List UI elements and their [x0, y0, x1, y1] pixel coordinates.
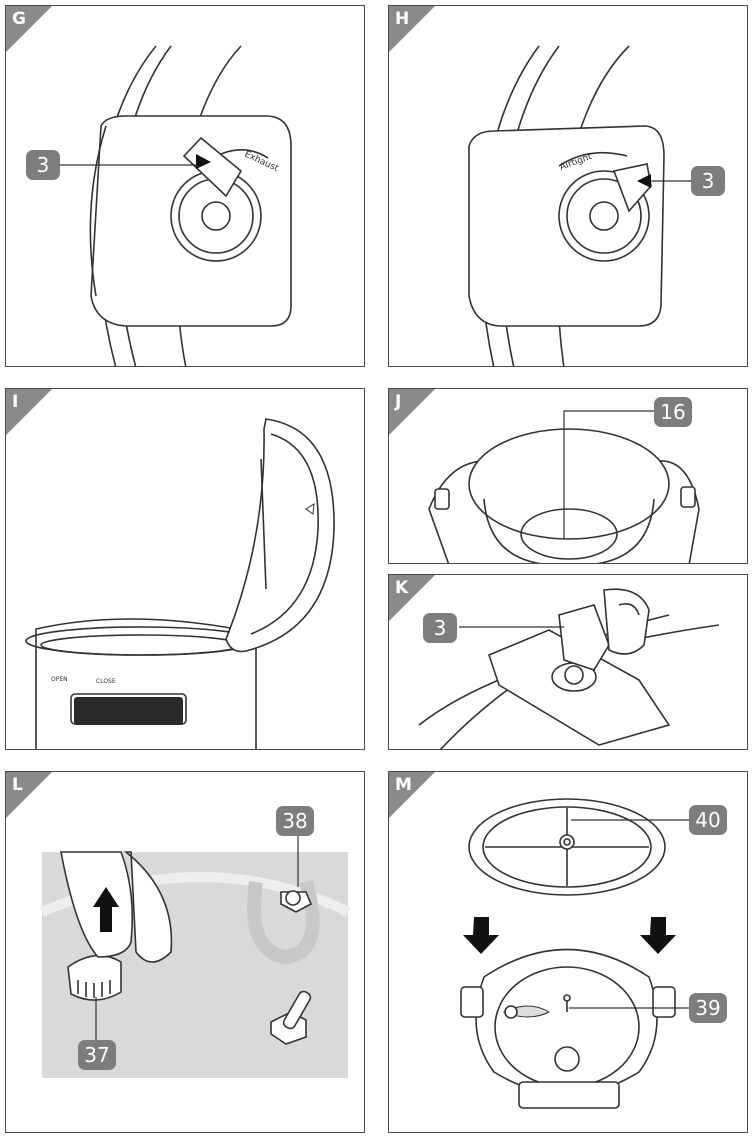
callout-l-37: 37	[78, 1040, 116, 1070]
panel-m: M 40 39	[388, 771, 748, 1133]
callout-l-38: 38	[276, 806, 314, 836]
panel-k-letter: K	[395, 578, 409, 598]
panel-j-corner	[389, 389, 435, 435]
panel-h-illustration: Airtight	[468, 45, 691, 366]
panel-l: L 38 37	[5, 771, 365, 1133]
panel-j-illustration	[428, 428, 700, 563]
callout-h-3: 3	[691, 166, 725, 196]
panel-h: Airtight H 3	[388, 5, 748, 367]
panel-h-corner	[389, 6, 435, 52]
panel-l-letter: L	[12, 775, 23, 795]
panel-l-corner	[6, 772, 52, 818]
panel-l-illustration	[40, 834, 351, 1078]
panel-m-corner	[389, 772, 435, 818]
callout-g-3: 3	[26, 150, 60, 180]
panel-g-letter: G	[12, 9, 26, 29]
callout-m-39: 39	[689, 993, 727, 1023]
panel-k-illustration	[418, 588, 720, 749]
panel-i-illustration: OPEN CLOSE	[25, 418, 335, 749]
panel-g-illustration: Exhaust	[89, 45, 292, 366]
callout-m-40: 40	[689, 805, 727, 835]
callout-k-3: 3	[423, 613, 457, 643]
panel-m-illustration	[460, 798, 689, 1109]
panel-j: J 16	[388, 388, 748, 564]
panel-h-letter: H	[395, 9, 410, 29]
panel-g-corner	[6, 6, 52, 52]
panel-g: Exhaust G 3	[5, 5, 365, 367]
open-label: OPEN	[51, 676, 68, 683]
panel-i-corner	[6, 389, 52, 435]
panel-k: K 3	[388, 574, 748, 750]
panel-i-letter: I	[12, 392, 19, 412]
close-label: CLOSE	[96, 678, 116, 685]
callout-j-16: 16	[654, 397, 692, 427]
panel-j-letter: J	[395, 392, 402, 412]
panel-m-letter: M	[395, 775, 412, 795]
panel-i: OPEN CLOSE I	[5, 388, 365, 750]
